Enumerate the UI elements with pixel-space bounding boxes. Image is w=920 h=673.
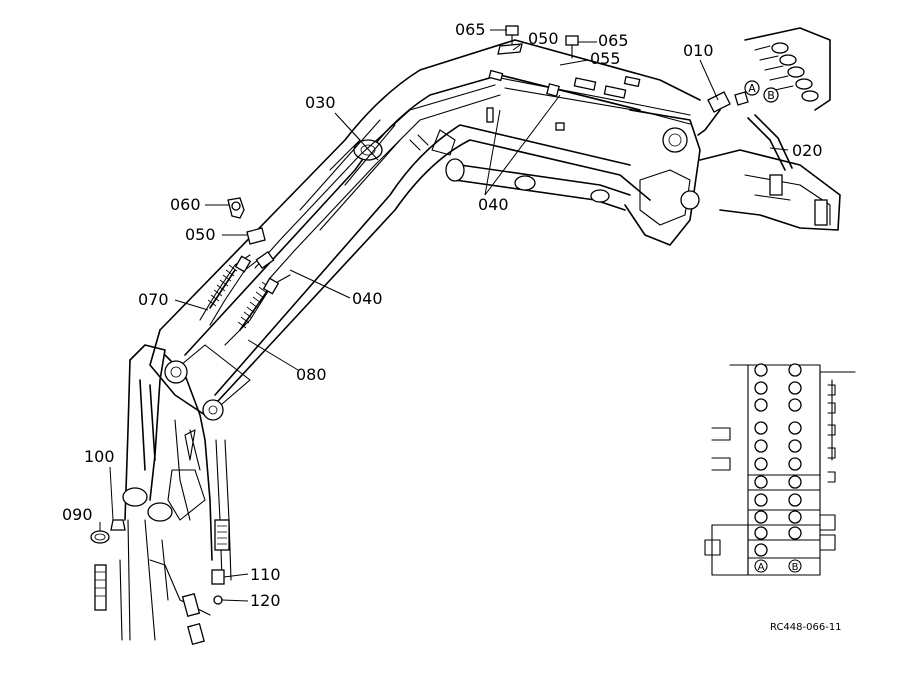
callout-010: 010 [683, 41, 714, 60]
control-valve-top: A B [697, 27, 841, 231]
callout-040-mid: 040 [352, 289, 383, 308]
callout-065-right: 065 [598, 31, 629, 50]
port-b-label: B [767, 89, 775, 102]
valve-schematic: A B [704, 363, 856, 576]
port-a-marker [744, 80, 760, 96]
callout-050-top: 050 [528, 29, 559, 48]
fittings [90, 25, 579, 611]
callout-060: 060 [170, 195, 201, 214]
callout-055: 055 [590, 49, 621, 68]
reference-code: RC448-066-11 [770, 622, 842, 633]
callout-080: 080 [296, 365, 327, 384]
port-a-label: A [748, 82, 756, 95]
port-b-marker [763, 87, 779, 103]
callout-065-top: 065 [455, 20, 486, 39]
arm [119, 344, 232, 646]
callout-050-left: 050 [185, 225, 216, 244]
callout-070: 070 [138, 290, 169, 309]
callout-100: 100 [84, 447, 115, 466]
schematic-port-a-label: A [758, 562, 765, 573]
leader-lines [99, 29, 789, 602]
schematic-port-b-label: B [792, 562, 799, 573]
callout-090: 090 [62, 505, 93, 524]
valve-spools [754, 363, 802, 557]
callout-030: 030 [305, 93, 336, 112]
callout-020: 020 [792, 141, 823, 160]
boom [149, 39, 701, 416]
callout-110: 110 [250, 565, 281, 584]
callout-040-top: 040 [478, 195, 509, 214]
callout-labels: 065 050 065 055 010 020 030 040 060 050 … [62, 20, 842, 633]
hoses-070-080 [199, 227, 291, 346]
callout-120: 120 [250, 591, 281, 610]
